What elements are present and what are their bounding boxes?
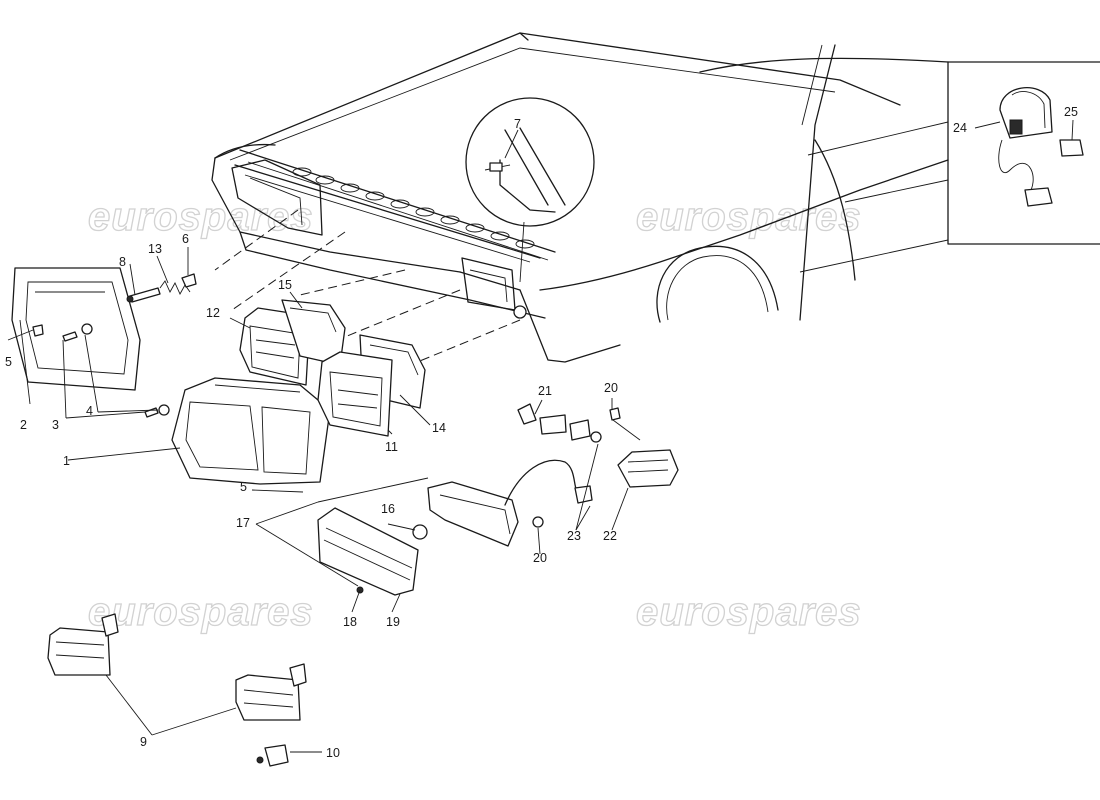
- callout-4: 4: [86, 404, 93, 418]
- watermark: eurospares: [88, 195, 314, 239]
- callout-25: 25: [1064, 105, 1078, 119]
- callout-20: 20: [604, 381, 618, 395]
- watermark-group: eurospares eurospares eurospares eurospa…: [87, 194, 862, 634]
- callout-12: 12: [206, 306, 220, 320]
- callout-18: 18: [343, 615, 357, 629]
- callout-10: 10: [326, 746, 340, 760]
- part-15-headlamp-housing: [281, 299, 346, 366]
- side-repeater-group: [517, 403, 679, 488]
- callout-9: 9: [140, 735, 147, 749]
- callout-15: 15: [278, 278, 292, 292]
- callout-16: 16: [381, 502, 395, 516]
- callout-6: 6: [182, 232, 189, 246]
- part-10-bulb: [256, 744, 289, 767]
- part-11-headlamp: [317, 351, 393, 437]
- callout-24: 24: [953, 121, 967, 135]
- lamp-base-housing: [412, 459, 593, 547]
- callout-1: 1: [63, 454, 70, 468]
- callout-17: 17: [236, 516, 250, 530]
- callout-14: 14: [432, 421, 446, 435]
- callout-13: 13: [148, 242, 162, 256]
- part-9-fog-lamp-right: [235, 663, 307, 721]
- callout-11: 11: [385, 440, 398, 454]
- callout-7: 7: [514, 117, 521, 131]
- watermark: eurospares: [636, 590, 862, 634]
- callout-5: 5: [240, 480, 247, 494]
- watermark: eurospares: [88, 590, 314, 634]
- callout-22: 22: [603, 529, 617, 543]
- part-2-outer-bezel: [11, 267, 141, 391]
- callout-5: 5: [5, 355, 12, 369]
- callout-19: 19: [386, 615, 400, 629]
- part-1-headlamp-bezel: [171, 377, 331, 485]
- callout-3: 3: [52, 418, 59, 432]
- callout-23: 23: [567, 529, 581, 543]
- part-9-fog-lamp-left: [47, 613, 119, 676]
- leader-lines: [7, 119, 1074, 753]
- callout-8: 8: [119, 255, 126, 269]
- grille-slots: [292, 167, 535, 249]
- callout-21: 21: [538, 384, 552, 398]
- callout-20: 20: [533, 551, 547, 565]
- horn-inset-box: [947, 61, 1100, 245]
- detail-circle-7: [465, 97, 595, 319]
- part-19-front-lamp-lens: [317, 507, 419, 596]
- car-body: [211, 32, 949, 366]
- callout-2: 2: [20, 418, 27, 432]
- callout-labels: 1 2 3 4 5 5 6 7 8 9 10 11 12 13 14 15 16…: [5, 105, 1078, 760]
